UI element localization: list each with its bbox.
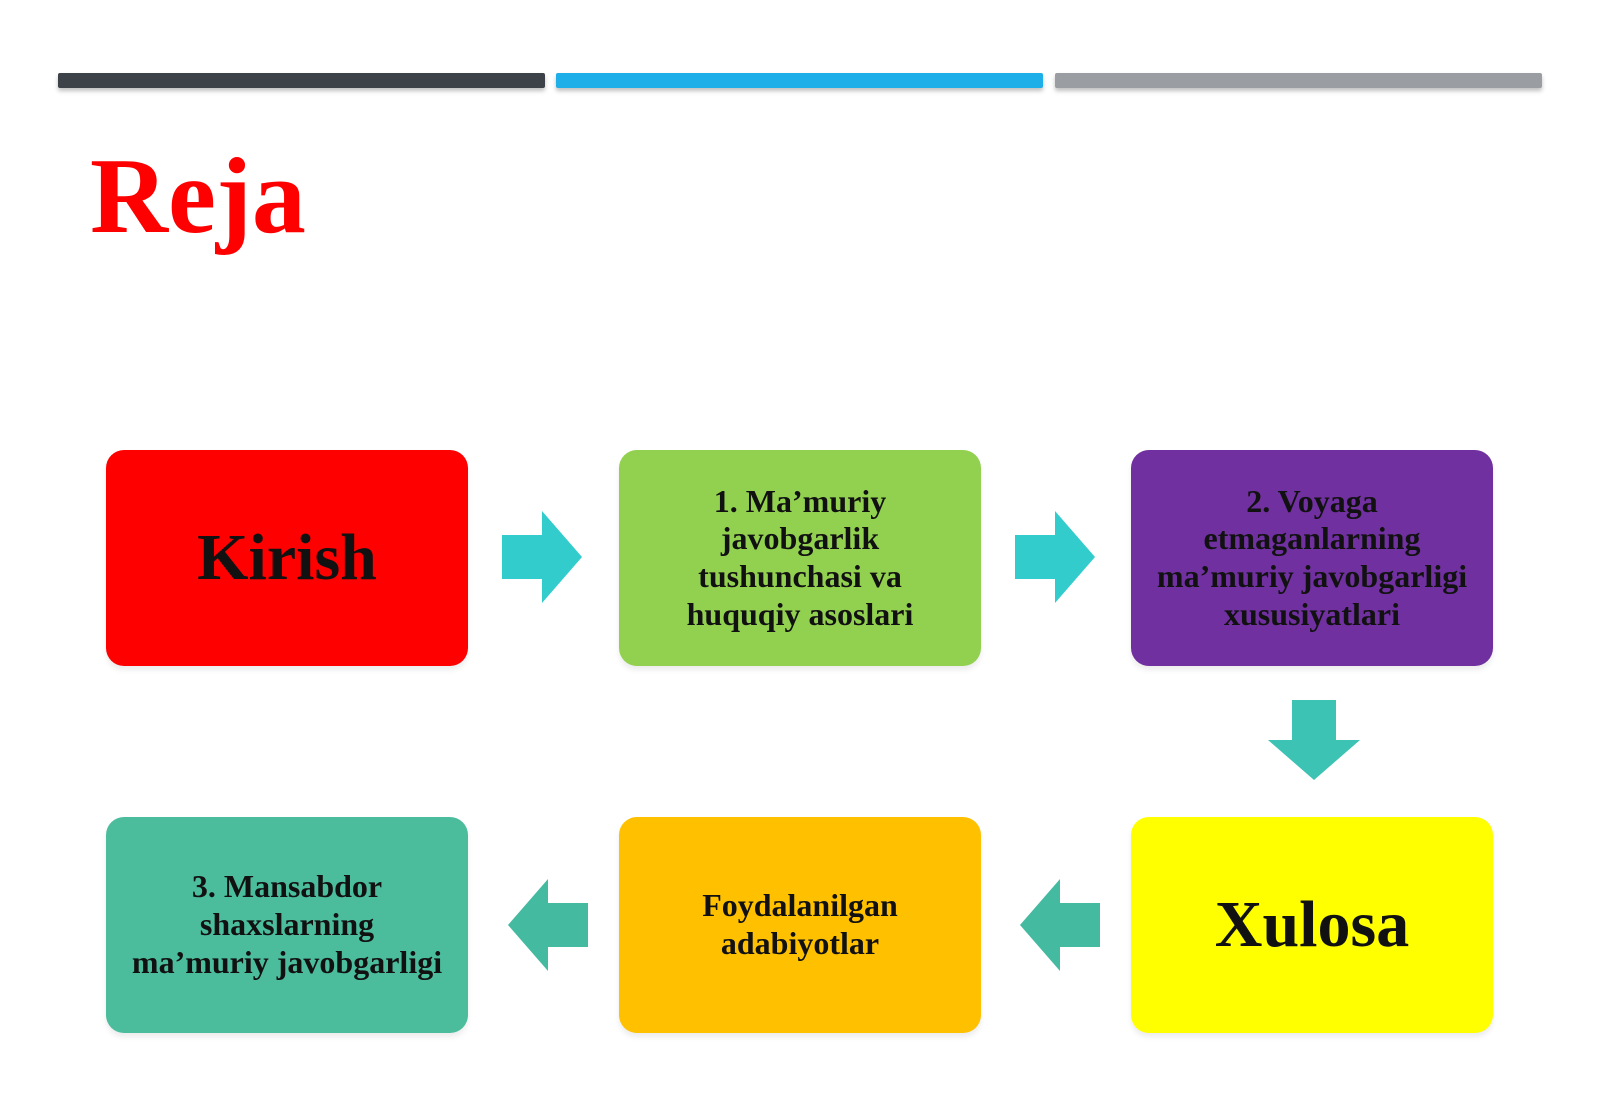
flow-node-foydalanilgan: Foydalanilgan adabiyotlar: [619, 817, 981, 1033]
arrow-down-icon: [1268, 700, 1360, 780]
top-bar-gray: [1055, 73, 1542, 88]
flow-node-1: 1. Ma’muriy javobgarlik tushunchasi va h…: [619, 450, 981, 666]
top-bar-blue: [556, 73, 1043, 88]
flow-node-label: Xulosa: [1214, 887, 1410, 961]
flow-node-label: 3. Mansabdor shaxslarning ma’muriy javob…: [131, 868, 443, 980]
arrow-left-icon: [1020, 879, 1100, 971]
arrow-left-icon: [508, 879, 588, 971]
flow-node-label: 2. Voyaga etmaganlarning ma’muriy javobg…: [1156, 482, 1468, 632]
top-bar-dark: [58, 73, 545, 88]
flow-node-xulosa: Xulosa: [1131, 817, 1493, 1033]
arrow-right-icon: [1015, 511, 1095, 603]
arrow-right-icon: [502, 511, 582, 603]
flow-node-kirish: Kirish: [106, 450, 468, 666]
slide-title: Reja: [90, 137, 306, 256]
flow-node-label: 1. Ma’muriy javobgarlik tushunchasi va h…: [686, 482, 914, 632]
flow-node-3: 3. Mansabdor shaxslarning ma’muriy javob…: [106, 817, 468, 1033]
flow-node-2: 2. Voyaga etmaganlarning ma’muriy javobg…: [1131, 450, 1493, 666]
flow-node-label: Foydalanilgan adabiyotlar: [702, 887, 898, 961]
flow-node-label: Kirish: [197, 520, 377, 594]
